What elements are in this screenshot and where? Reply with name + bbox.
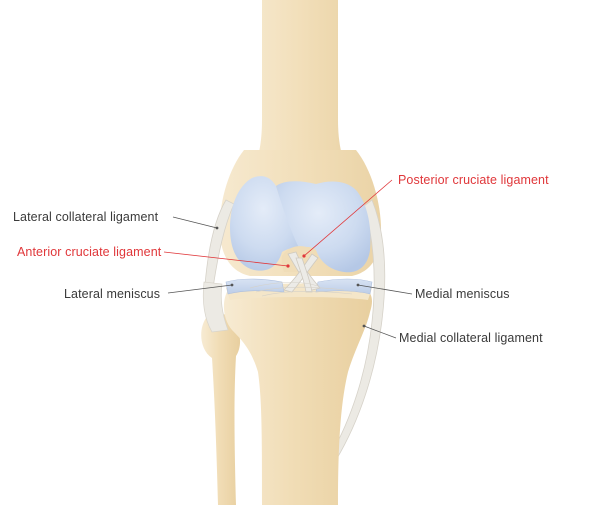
label-lateral-meniscus: Lateral meniscus (64, 287, 161, 301)
leader-lateral-collateral (172, 216, 218, 229)
leader-lateral-meniscus (167, 284, 233, 294)
leader-posterior-cruciate (303, 179, 393, 257)
lateral-condyle-cartilage (230, 176, 304, 271)
leader-anterior-cruciate (163, 251, 289, 267)
label-medial-meniscus: Medial meniscus (415, 287, 510, 301)
medial-meniscus-shape (315, 278, 373, 295)
label-anterior-cruciate-ligament: Anterior cruciate ligament (17, 245, 162, 259)
label-medial-collateral-ligament: Medial collateral ligament (399, 331, 543, 345)
leader-medial-collateral (363, 325, 397, 339)
leader-medial-meniscus (357, 284, 413, 295)
label-lateral-collateral-ligament: Lateral collateral ligament (13, 210, 159, 224)
leader-lines (163, 179, 413, 339)
medial-condyle-cartilage (276, 181, 371, 273)
femur-shaft (244, 0, 356, 186)
fibular-ligament (202, 281, 229, 333)
meniscal-fibres (249, 282, 353, 297)
fibula (201, 314, 241, 505)
tibia (223, 288, 372, 505)
label-posterior-cruciate-ligament: Posterior cruciate ligament (398, 173, 549, 187)
